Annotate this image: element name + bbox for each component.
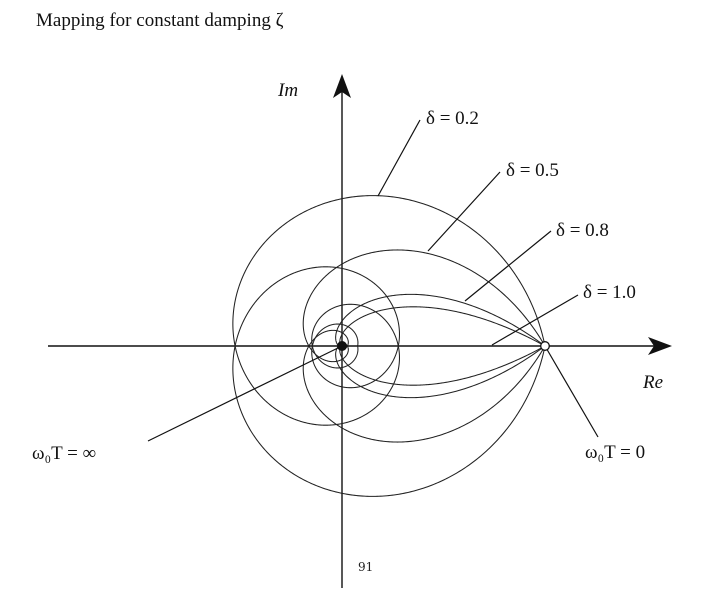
damping-curve-0.2-upper: [232, 195, 546, 426]
label-delta-0.5: δ = 0.5: [506, 160, 559, 181]
label-infinity: ω₀T = ∞: [32, 443, 96, 464]
damping-curve-0.8-lower: [335, 344, 546, 399]
unit-point: [540, 341, 550, 351]
real-axis-arrowhead: [648, 337, 672, 355]
label-delta-0.8: δ = 0.8: [556, 220, 609, 241]
leader-delta-0.5: [427, 171, 501, 252]
page-number: 91: [358, 560, 374, 574]
label-delta-0.2: δ = 0.2: [426, 108, 479, 129]
label-zero: ω₀T = 0: [585, 442, 645, 463]
slide-title: Mapping for constant damping ζ: [36, 10, 284, 31]
damping-curve-1-lower: [339, 345, 546, 386]
leader-delta-0.8: [464, 230, 552, 302]
leader-zero: [544, 345, 599, 438]
imag-axis-arrowhead: [333, 74, 351, 98]
imag-axis-label: Im: [277, 80, 298, 101]
label-delta-1.0: δ = 1.0: [583, 282, 636, 303]
damping-curve-0.2-lower: [232, 266, 546, 497]
leader-delta-0.2: [377, 119, 421, 197]
damping-curve-0.8-upper: [335, 293, 546, 348]
leader-infinity: [147, 345, 343, 442]
damping-curve-1-upper: [339, 306, 546, 347]
leader-delta-1.0: [491, 294, 579, 346]
origin-point: [337, 341, 347, 351]
real-axis-label: Re: [642, 372, 663, 393]
